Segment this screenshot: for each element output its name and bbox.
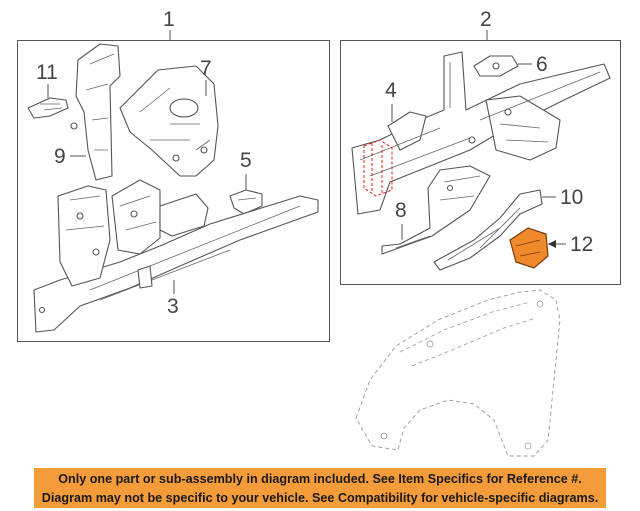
- notice-banner: Only one part or sub-assembly in diagram…: [34, 468, 606, 508]
- callout-4: 4: [385, 79, 397, 102]
- notice-line-1: Only one part or sub-assembly in diagram…: [58, 472, 582, 486]
- part-3-side-member: [33, 179, 319, 333]
- part-4-upper-member: [351, 51, 611, 215]
- notice-line-2: Diagram may not be specific to your vehi…: [41, 491, 599, 505]
- fender-outline: [355, 289, 561, 457]
- callout-3: 3: [167, 295, 179, 318]
- group-2-label: 2: [480, 8, 492, 31]
- callout-8: 8: [395, 199, 407, 222]
- part-8-lower-member: [381, 165, 491, 255]
- callout-11: 11: [36, 61, 58, 84]
- part-6-bracket: [473, 55, 519, 77]
- callout-9: 9: [54, 145, 66, 168]
- callout-12: 12: [570, 233, 594, 256]
- callout-10: 10: [560, 186, 584, 209]
- callout-5: 5: [240, 149, 252, 172]
- part-12-highlighted: [509, 227, 549, 269]
- group-1-label: 1: [163, 8, 175, 31]
- part-11-bracket: [27, 97, 69, 119]
- dashed-marker: [363, 139, 393, 197]
- callout-6: 6: [536, 53, 548, 76]
- callout-7: 7: [200, 57, 212, 80]
- part-9-reinforcement: [70, 43, 121, 181]
- part-10-extension: [433, 189, 543, 271]
- part-7-shock-tower: [119, 65, 219, 177]
